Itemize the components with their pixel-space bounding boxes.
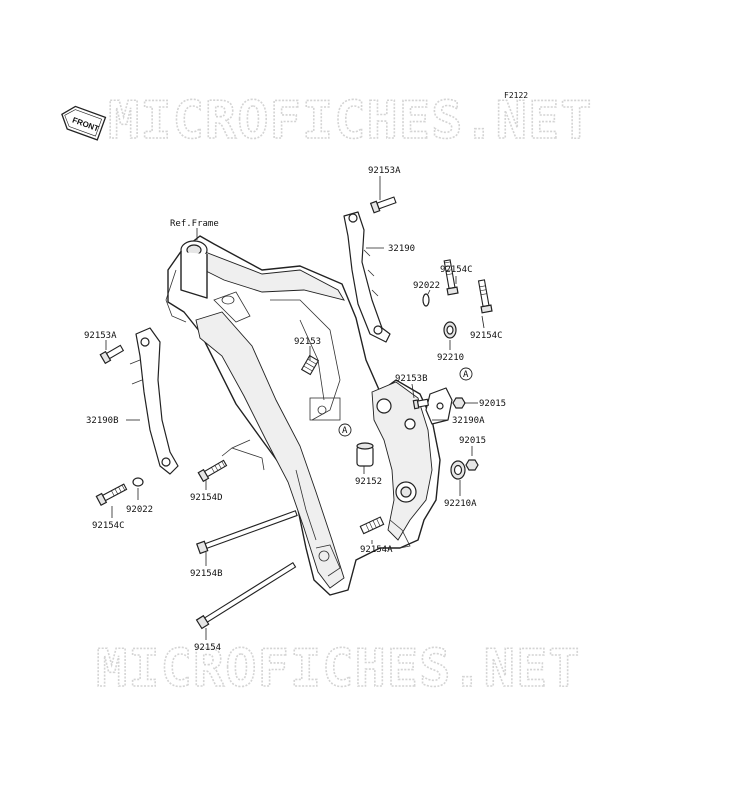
bolt-92153b (412, 398, 430, 410)
callout-92022-right: 92022 (413, 281, 440, 291)
callout-92154c-left: 92154C (92, 521, 125, 531)
bolt-92154a (359, 516, 385, 535)
callout-92154d: 92154D (190, 493, 223, 503)
callout-92154c-right: 92154C (470, 331, 503, 341)
nut-92210a (450, 460, 466, 480)
washer-92022-right (422, 293, 430, 307)
callout-92154b: 92154B (190, 569, 223, 579)
collar-92152 (356, 442, 374, 467)
engine-hanger-32190 (343, 211, 391, 343)
marker-a-right-label: A (463, 370, 469, 380)
collar-92153 (300, 354, 320, 376)
marker-a-center-label: A (342, 426, 348, 436)
washer-92022-left (132, 477, 144, 487)
bolt-92154d (197, 459, 228, 483)
callout-92022-left: 92022 (126, 505, 153, 515)
nut-92015-upper (452, 397, 466, 409)
callout-92015-upper: 92015 (479, 399, 506, 409)
engine-hanger-32190b (129, 327, 179, 475)
leader-lines (105, 176, 485, 640)
watermark-bottom: MICROFICHES.NET (96, 639, 581, 699)
bolt-92153a-left (99, 344, 125, 365)
bolt-92154c-right (477, 279, 493, 314)
long-bolt-92154b (196, 510, 298, 555)
marker-a-right: A (459, 367, 473, 381)
callout-92210: 92210 (437, 353, 464, 363)
callout-92153a-left: 92153A (84, 331, 117, 341)
callout-92153: 92153 (294, 337, 321, 347)
bracket-32190a (425, 387, 453, 425)
callout-32190a: 32190A (452, 416, 485, 426)
marker-a-center: A (338, 423, 352, 437)
callout-92210a: 92210A (444, 499, 477, 509)
callout-92152: 92152 (355, 477, 382, 487)
callout-92153a-top: 92153A (368, 166, 401, 176)
long-bolt-92154 (195, 562, 297, 630)
callout-92154: 92154 (194, 643, 221, 653)
watermark-top: MICROFICHES.NET (108, 91, 593, 151)
callout-92154a: 92154A (360, 545, 393, 555)
callout-92015-lower: 92015 (459, 436, 486, 446)
callout-32190: 32190 (388, 244, 415, 254)
nut-92015-lower (465, 459, 479, 471)
nut-92210 (443, 321, 457, 339)
bolt-92154c-left (95, 483, 128, 507)
callout-92154c-top: 92154C (440, 265, 473, 275)
front-arrow-icon: FRONT (61, 105, 107, 141)
main-frame (165, 235, 441, 596)
figure-code: F2122 (504, 91, 528, 100)
callout-32190b: 32190B (86, 416, 119, 426)
bolt-92154c-upper (443, 259, 459, 296)
bolt-92153a-top (369, 196, 397, 214)
ref-frame-label: Ref.Frame (170, 219, 219, 229)
callout-92153b: 92153B (395, 374, 428, 384)
